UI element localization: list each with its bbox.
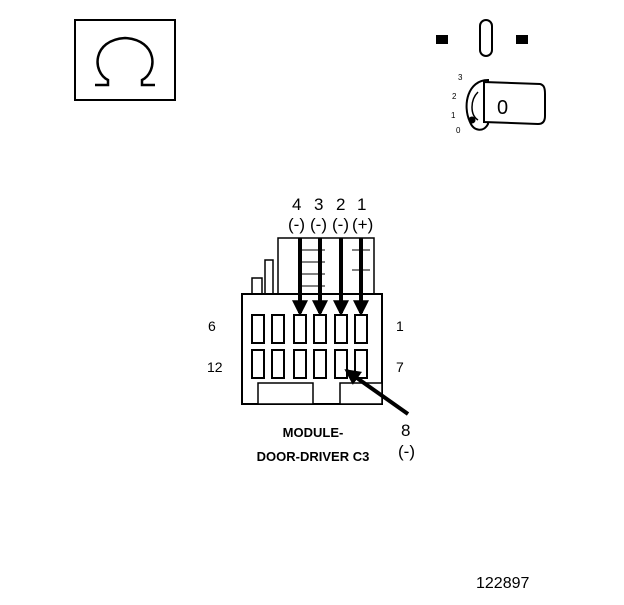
key-position-1: 1 — [451, 111, 456, 120]
pin-polarity-2: (-) — [332, 215, 349, 234]
ohmmeter-symbol — [74, 19, 176, 101]
row-label-6: 6 — [208, 318, 216, 334]
cavity-1 — [354, 314, 368, 344]
cavity-4 — [293, 314, 307, 344]
ignition-off-indicator — [436, 19, 528, 57]
connector-key-left — [257, 382, 314, 405]
key-position-2: 2 — [452, 92, 457, 101]
pin-number-1: 1 — [357, 195, 366, 214]
connector-name-line2: DOOR-DRIVER C3 — [257, 449, 370, 464]
connector-name-line1: MODULE- — [283, 425, 344, 440]
pin-number-8: 8 — [401, 421, 410, 440]
indicator-bar-icon — [479, 19, 493, 57]
cavity-7 — [354, 349, 368, 379]
connector-c3 — [241, 237, 383, 405]
pin-number-3: 3 — [314, 195, 323, 214]
pin-polarity-4: (-) — [288, 215, 305, 234]
top-pin-labels: 4 3 2 1 (-) (-) (-) (+) — [288, 195, 373, 234]
ohm-icon — [95, 36, 155, 87]
cavity-11 — [271, 349, 285, 379]
key-position-0: 0 — [456, 126, 461, 135]
ignition-key-icon: 3 2 1 0 0 — [451, 73, 546, 135]
key-label: 0 — [497, 97, 508, 119]
indicator-block-right — [516, 35, 528, 44]
pin-number-4: 4 — [292, 195, 301, 214]
key-head — [483, 80, 546, 126]
cavity-8 — [334, 349, 348, 379]
pin-polarity-8: (-) — [398, 442, 415, 461]
connector-tab — [264, 259, 274, 295]
cavity-3 — [313, 314, 327, 344]
figure-id: 122897 — [476, 575, 529, 592]
key-position-3: 3 — [458, 73, 463, 82]
cavity-2 — [334, 314, 348, 344]
probe-arrow-pin-8 — [344, 369, 410, 416]
pin-polarity-1: (+) — [352, 215, 373, 234]
row-label-7: 7 — [396, 359, 404, 375]
key-position-dot — [468, 116, 476, 124]
cavity-6 — [251, 314, 265, 344]
row-label-12: 12 — [207, 359, 223, 375]
pin-polarity-3: (-) — [310, 215, 327, 234]
cavity-12 — [251, 349, 265, 379]
cavity-5 — [271, 314, 285, 344]
pin-number-2: 2 — [336, 195, 345, 214]
indicator-block-left — [436, 35, 448, 44]
row-label-1: 1 — [396, 318, 404, 334]
cavity-10 — [293, 349, 307, 379]
probe-arrows — [292, 238, 410, 416]
cavity-9 — [313, 349, 327, 379]
